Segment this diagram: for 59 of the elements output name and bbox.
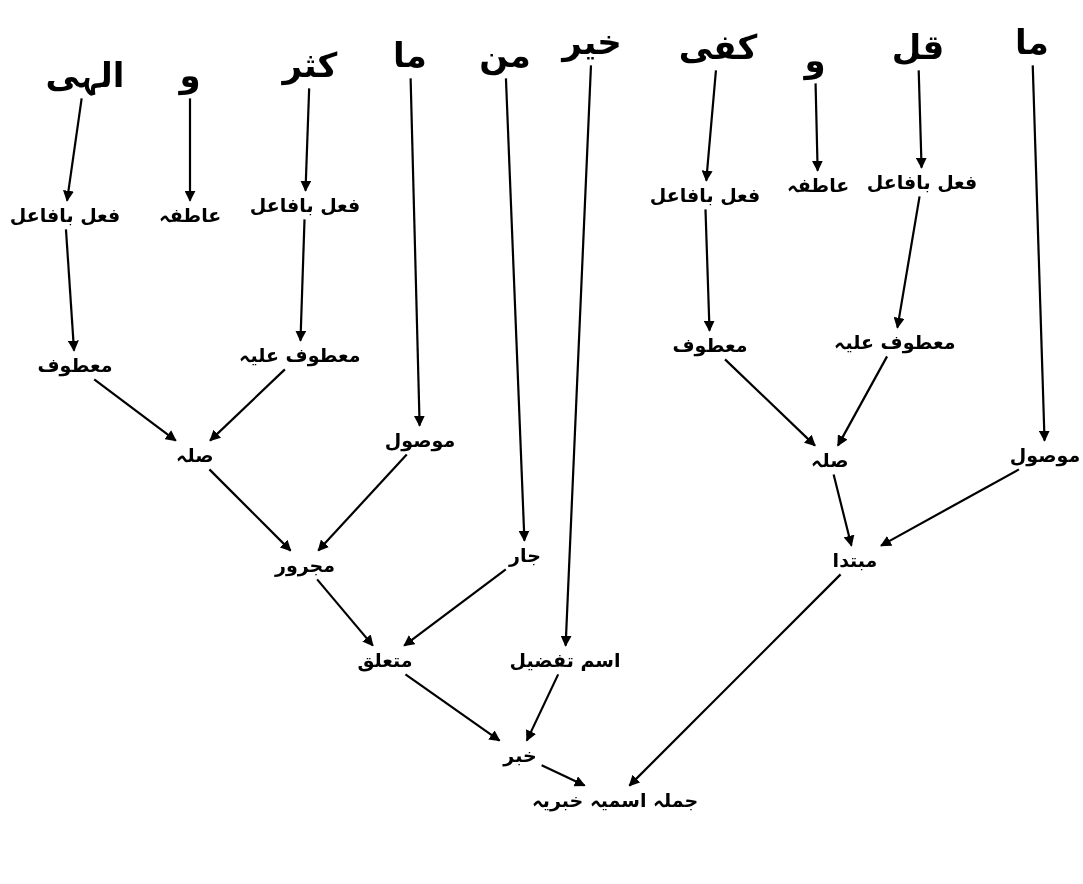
word-label: کثر [280, 44, 340, 86]
grammar-label: معطوف علیہ [237, 343, 363, 367]
arrow [724, 358, 816, 447]
arrow [208, 468, 292, 552]
grammar-label: مبتدا [830, 548, 880, 572]
grammar-label: فعل بافاعل [247, 193, 363, 217]
arrow [63, 98, 83, 202]
arrow [504, 78, 530, 542]
grammar-label: موصول [382, 428, 458, 452]
arrow [525, 673, 560, 742]
arrow [184, 98, 196, 202]
grammar-label: معطوف [670, 333, 750, 357]
arrow [893, 196, 921, 329]
arrow [1031, 65, 1050, 442]
arrow [93, 378, 177, 442]
grammar-label: عاطفہ [784, 173, 852, 197]
word-label: و [802, 39, 828, 81]
grammar-label: مجرور [273, 553, 337, 577]
word-label: و [177, 54, 203, 96]
arrow [316, 578, 374, 647]
grammar-label: فعل بافاعل [864, 170, 980, 194]
grammar-label: عاطفہ [156, 203, 224, 227]
grammar-label: فعل بافاعل [7, 203, 123, 227]
arrow [811, 83, 823, 172]
arrow [701, 70, 718, 182]
arrow [209, 368, 286, 442]
grammar-label: جملہ اسمیہ خبریہ [529, 788, 701, 812]
word-label: قل [889, 26, 947, 68]
arrow [404, 673, 501, 742]
grammar-label: متعلق [355, 648, 415, 672]
grammar-label: صلہ [174, 443, 216, 467]
arrow [300, 88, 312, 192]
arrow [915, 70, 927, 169]
arrow [541, 764, 586, 787]
grammar-label: فعل بافاعل [647, 183, 763, 207]
arrow [64, 229, 79, 352]
arrow [403, 568, 507, 647]
word-label: ما [391, 34, 429, 76]
arrow [295, 219, 307, 342]
grammar-label: صلہ [809, 448, 851, 472]
arrow [880, 468, 1020, 547]
word-label: کفی [676, 26, 760, 68]
word-label: من [477, 34, 533, 76]
grammar-label: معطوف [35, 353, 115, 377]
arrow [836, 355, 889, 447]
arrow [703, 209, 715, 332]
word-label: الہی [43, 54, 127, 96]
grammar-label: خبر [501, 743, 539, 767]
word-label: خیر [560, 21, 624, 63]
arrow [317, 453, 408, 552]
arrow [832, 474, 855, 547]
grammar-label: موصول [1007, 443, 1083, 467]
grammar-label: اسم تفضیل [507, 648, 623, 672]
arrow [560, 65, 593, 647]
grammar-label: معطوف علیہ [832, 330, 958, 354]
arrow [409, 78, 425, 427]
grammar-label: جار [507, 543, 543, 567]
word-label: ما [1013, 21, 1051, 63]
arrow [628, 573, 842, 787]
